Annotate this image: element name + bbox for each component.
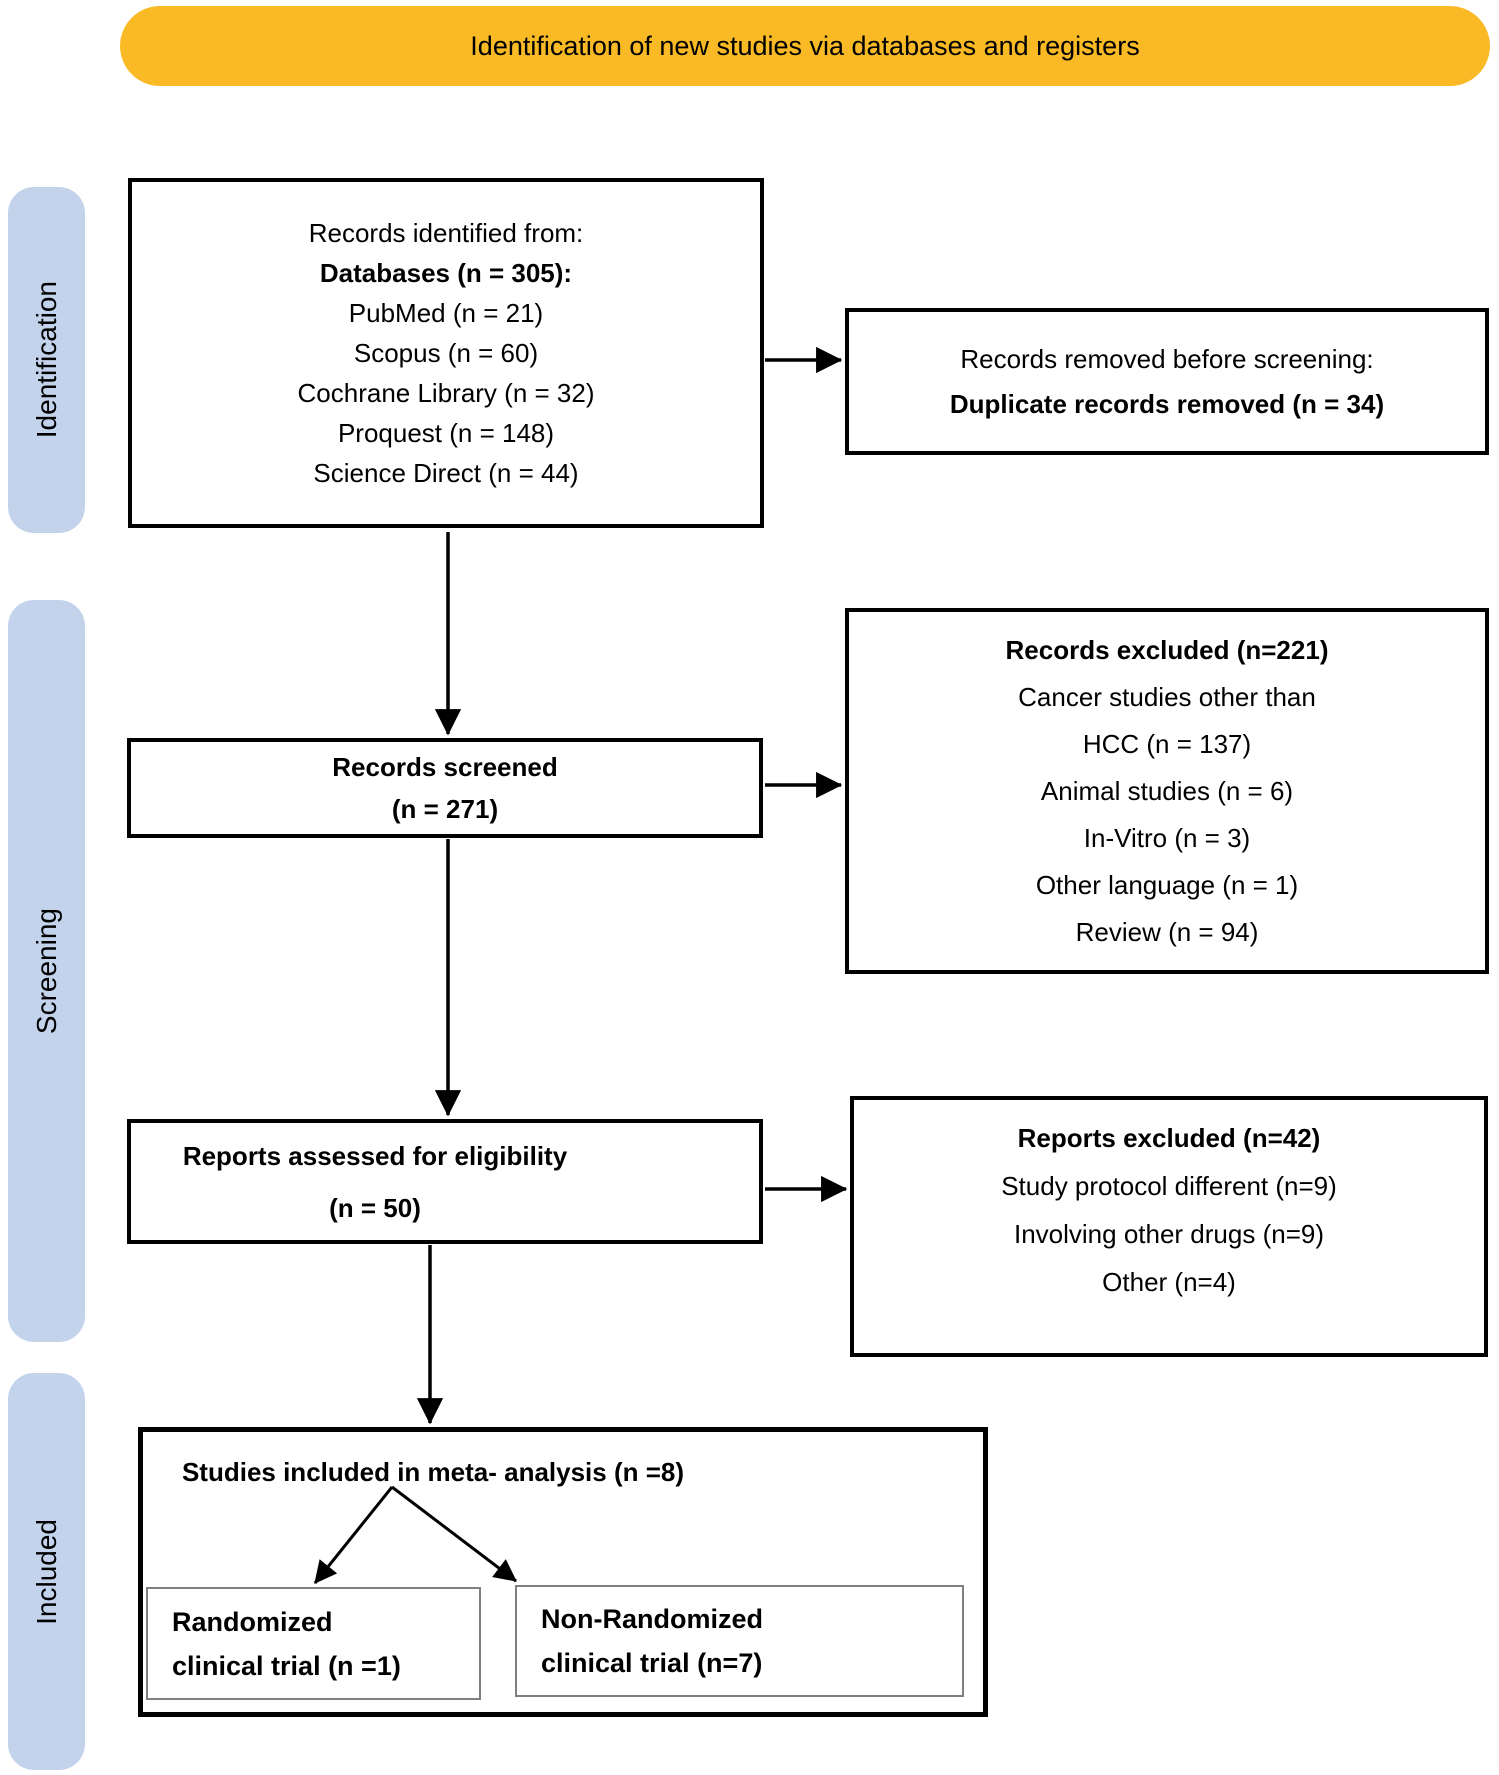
non-randomized-trial-line: Non-Randomized bbox=[541, 1604, 763, 1634]
reports-assessed-box: Reports assessed for eligibility (n = 50… bbox=[127, 1119, 763, 1244]
randomized-trial-line: clinical trial (n =1) bbox=[172, 1650, 401, 1681]
stage-tab-included: Included bbox=[8, 1373, 85, 1770]
stage-tab-screening-label: Screening bbox=[30, 907, 62, 1035]
records-identified-line: Scopus (n = 60) bbox=[353, 338, 539, 368]
non-randomized-trial-box: Non-Randomized clinical trial (n=7) bbox=[515, 1585, 964, 1697]
reports-assessed-line: (n = 50) bbox=[329, 1192, 421, 1223]
records-screened-line: Records screened bbox=[332, 752, 558, 782]
diagram-title-banner: Identification of new studies via databa… bbox=[120, 6, 1490, 86]
randomized-trial-box: Randomized clinical trial (n =1) bbox=[146, 1587, 481, 1700]
records-identified-line: Science Direct (n = 44) bbox=[313, 458, 579, 488]
records-screened-line: (n = 271) bbox=[391, 794, 499, 824]
records-excluded-line: Review (n = 94) bbox=[1075, 916, 1259, 947]
records-removed-box: Records removed before screening: Duplic… bbox=[845, 308, 1489, 455]
reports-assessed-line: Reports assessed for eligibility bbox=[182, 1140, 568, 1171]
stage-tab-screening: Screening bbox=[8, 600, 85, 1342]
records-excluded-line: Animal studies (n = 6) bbox=[1040, 775, 1294, 806]
studies-included-title: Studies included in meta- analysis (n =8… bbox=[181, 1457, 685, 1487]
records-excluded-line: HCC (n = 137) bbox=[1082, 728, 1252, 759]
records-excluded-box: Records excluded (n=221) Cancer studies … bbox=[845, 608, 1489, 974]
randomized-trial-line: Randomized bbox=[172, 1606, 333, 1637]
reports-excluded-line: Reports excluded (n=42) bbox=[1017, 1123, 1321, 1153]
records-identified-line: Records identified from: bbox=[308, 218, 584, 248]
reports-excluded-line: Other (n=4) bbox=[1102, 1267, 1236, 1297]
records-identified-box: Records identified from: Databases (n = … bbox=[128, 178, 764, 528]
stage-tab-included-label: Included bbox=[30, 1518, 62, 1625]
records-identified-line: PubMed (n = 21) bbox=[348, 298, 544, 328]
diagram-title: Identification of new studies via databa… bbox=[470, 30, 1140, 61]
records-identified-line: Cochrane Library (n = 32) bbox=[297, 378, 595, 408]
records-identified-line: Proquest (n = 148) bbox=[337, 418, 555, 448]
stage-tab-identification: Identification bbox=[8, 187, 85, 533]
non-randomized-trial-line: clinical trial (n=7) bbox=[541, 1648, 763, 1678]
reports-excluded-line: Involving other drugs (n=9) bbox=[1013, 1219, 1324, 1249]
reports-excluded-box: Reports excluded (n=42) Study protocol d… bbox=[850, 1096, 1488, 1357]
stage-tab-identification-label: Identification bbox=[30, 281, 62, 439]
records-excluded-line: Records excluded (n=221) bbox=[1005, 634, 1329, 665]
records-removed-line: Records removed before screening: bbox=[960, 343, 1374, 374]
records-identified-line: Databases (n = 305): bbox=[319, 258, 573, 288]
records-screened-box: Records screened (n = 271) bbox=[127, 738, 763, 838]
records-excluded-line: Other language (n = 1) bbox=[1035, 869, 1299, 900]
records-removed-line: Duplicate records removed (n = 34) bbox=[949, 388, 1385, 419]
reports-excluded-line: Study protocol different (n=9) bbox=[1001, 1171, 1337, 1201]
records-excluded-line: Cancer studies other than bbox=[1018, 681, 1316, 712]
records-excluded-line: In-Vitro (n = 3) bbox=[1083, 822, 1251, 853]
